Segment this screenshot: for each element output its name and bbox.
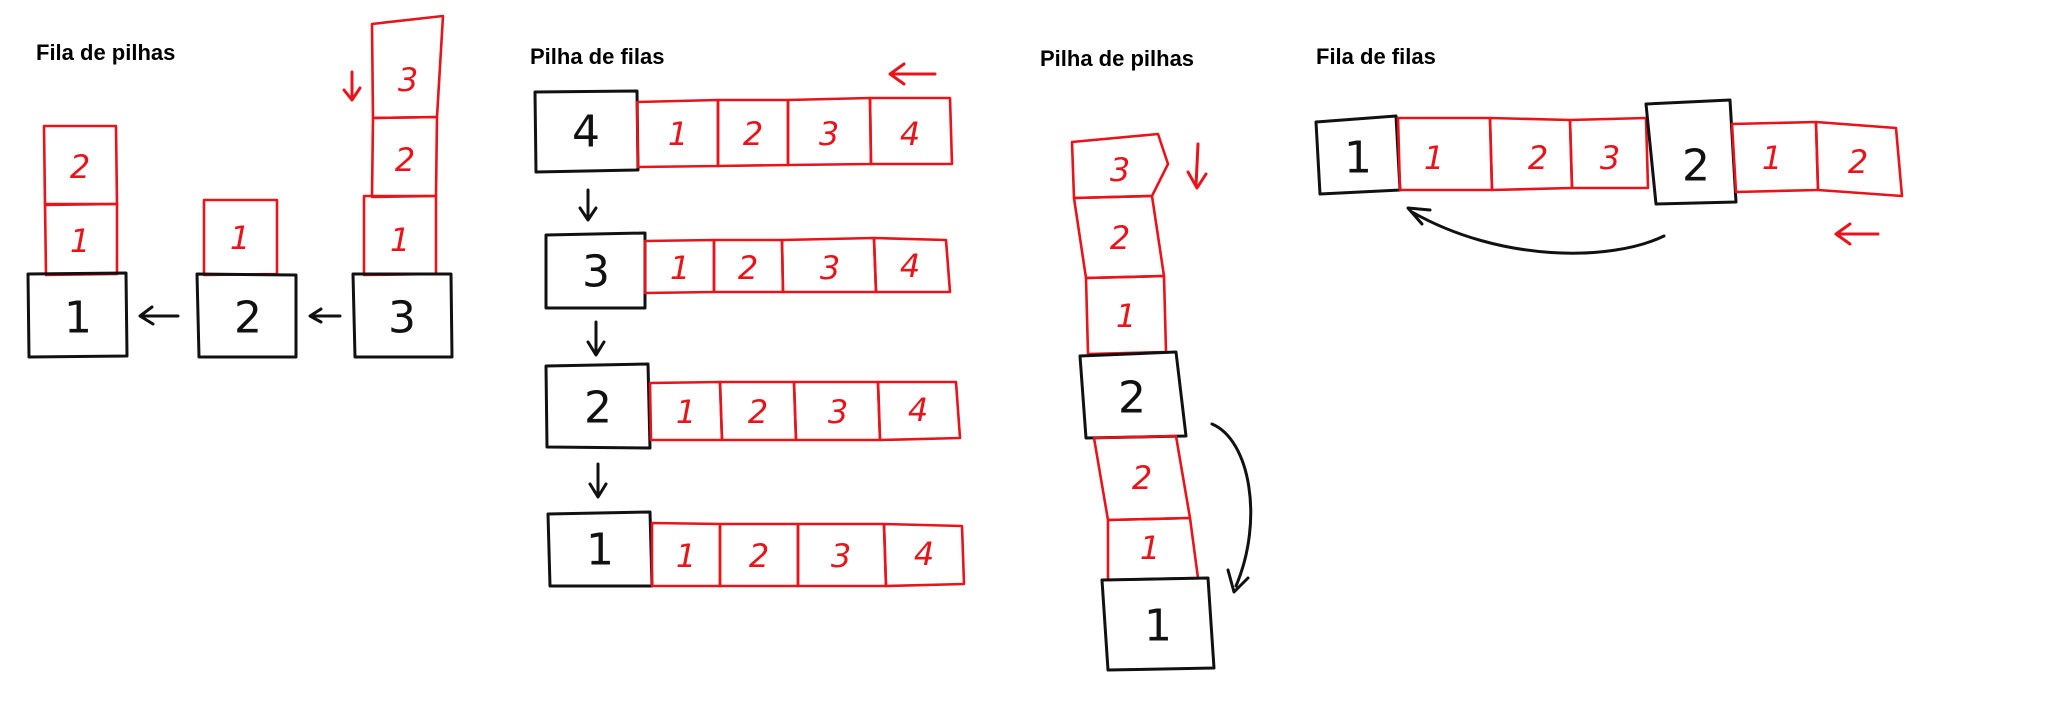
stack-item-label: 3 — [398, 61, 418, 99]
stack-node-box — [544, 362, 652, 450]
stack-link-arrow — [586, 320, 606, 357]
queue-item-label: 2 — [743, 115, 763, 153]
stack-row-2: 2 1 2 3 4 — [544, 362, 962, 450]
queue-arrow — [308, 307, 342, 324]
queue-node-label: 2 — [1682, 141, 1710, 192]
enqueue-arrow — [1834, 222, 1880, 246]
queue-item-label: 3 — [1600, 139, 1620, 177]
queue-item-label: 1 — [668, 115, 688, 153]
queue-item-box — [872, 236, 952, 294]
fila-de-pilhas-title: Fila de pilhas — [36, 40, 175, 65]
queue-arrow — [138, 305, 180, 326]
queue-item-label: 1 — [670, 249, 690, 287]
stack-link-arrow — [578, 188, 598, 222]
stack-item-label: 2 — [70, 148, 90, 186]
queue-item-label: 3 — [831, 537, 851, 575]
queue-item-box — [868, 96, 954, 166]
stack-item-label: 1 — [230, 219, 250, 257]
pilha-de-filas-diagram: Pilha de filas 4 1 2 3 4 3 1 2 3 — [530, 44, 966, 588]
queue-item-label: 4 — [900, 247, 920, 285]
stack-over-node-2: 1 — [202, 198, 279, 277]
queue-item-label: 2 — [738, 249, 758, 287]
stack-node-box — [533, 89, 640, 174]
queue-node-box — [26, 271, 129, 359]
stack-row-4: 4 1 2 3 4 — [533, 89, 954, 174]
queue-link-arrow — [1406, 206, 1666, 255]
stack-link-arrow — [1210, 422, 1253, 594]
queue-item-box — [1396, 116, 1494, 192]
stack-item-label: 2 — [1110, 219, 1130, 257]
stack-row-3: 3 1 2 3 4 — [544, 231, 952, 310]
queue-item-box — [876, 380, 962, 442]
stack-node-box — [1078, 350, 1188, 440]
queue-item-label: 1 — [1424, 139, 1444, 177]
queue-item-label: 4 — [908, 391, 928, 429]
stack-node-label: 2 — [584, 383, 612, 434]
stack-item-box — [1070, 132, 1170, 200]
stack-node-label: 1 — [586, 525, 614, 576]
fila-de-pilhas-diagram: Fila de pilhas 2 1 1 3 2 1 1 2 3 — [26, 14, 454, 359]
queue-node-box — [351, 272, 454, 359]
stack-node-label: 2 — [1118, 373, 1146, 424]
queue-item-label: 1 — [676, 393, 696, 431]
queue-item-label: 1 — [676, 537, 696, 575]
queue-item-label: 3 — [820, 249, 840, 287]
queue-item-label: 1 — [1762, 139, 1782, 177]
fila-de-filas-title: Fila de filas — [1316, 44, 1436, 69]
queue-node-box — [1644, 98, 1738, 206]
queue-item-box — [1814, 120, 1904, 198]
queue-item-label: 2 — [1848, 143, 1868, 181]
push-arrow — [1186, 142, 1208, 190]
stack-item-label: 1 — [390, 221, 410, 259]
stack-link-arrow — [588, 462, 608, 499]
queue-item-label: 3 — [819, 115, 839, 153]
queue-node-box — [195, 272, 298, 359]
queue-node-label: 1 — [1344, 133, 1372, 184]
queue-node-label: 1 — [64, 293, 92, 344]
pilha-de-pilhas-diagram: Pilha de pilhas 3 2 1 2 2 1 1 — [1040, 46, 1253, 672]
queue-item-label: 2 — [1528, 139, 1548, 177]
queue-node-label: 2 — [234, 293, 262, 344]
queue-item-label: 2 — [749, 537, 769, 575]
pilha-de-filas-title: Pilha de filas — [530, 44, 665, 69]
enqueue-arrow — [888, 62, 937, 86]
queue-item-box — [1568, 116, 1650, 190]
stack-item-label: 3 — [1110, 151, 1130, 189]
stack-node-label: 4 — [572, 107, 600, 158]
queue-item-label: 3 — [828, 393, 848, 431]
stack-item-label: 2 — [1132, 459, 1152, 497]
pilha-de-pilhas-title: Pilha de pilhas — [1040, 46, 1194, 71]
push-arrow — [342, 70, 362, 102]
stack-node-box — [544, 231, 647, 310]
stack-row-1: 1 1 2 3 4 — [546, 510, 966, 588]
stack-over-node-3: 3 2 1 — [342, 14, 445, 277]
queue-item-label: 4 — [900, 115, 920, 153]
queue-node-label: 3 — [388, 293, 416, 344]
queue-item-box — [882, 522, 966, 588]
stack-item-label: 1 — [1140, 529, 1160, 567]
stack-item-label: 1 — [1116, 297, 1136, 335]
stack-over-node-1: 2 1 — [42, 124, 119, 277]
fila-de-filas-diagram: Fila de filas 1 1 2 3 2 1 2 — [1314, 44, 1904, 255]
stack-node-box — [1100, 576, 1216, 672]
stack-node-label: 1 — [1144, 601, 1172, 652]
queue-item-label: 4 — [914, 535, 934, 573]
stack-node-label: 3 — [582, 247, 610, 298]
stack-item-label: 2 — [395, 141, 415, 179]
queue-item-label: 2 — [748, 393, 768, 431]
stack-item-label: 1 — [70, 222, 90, 260]
